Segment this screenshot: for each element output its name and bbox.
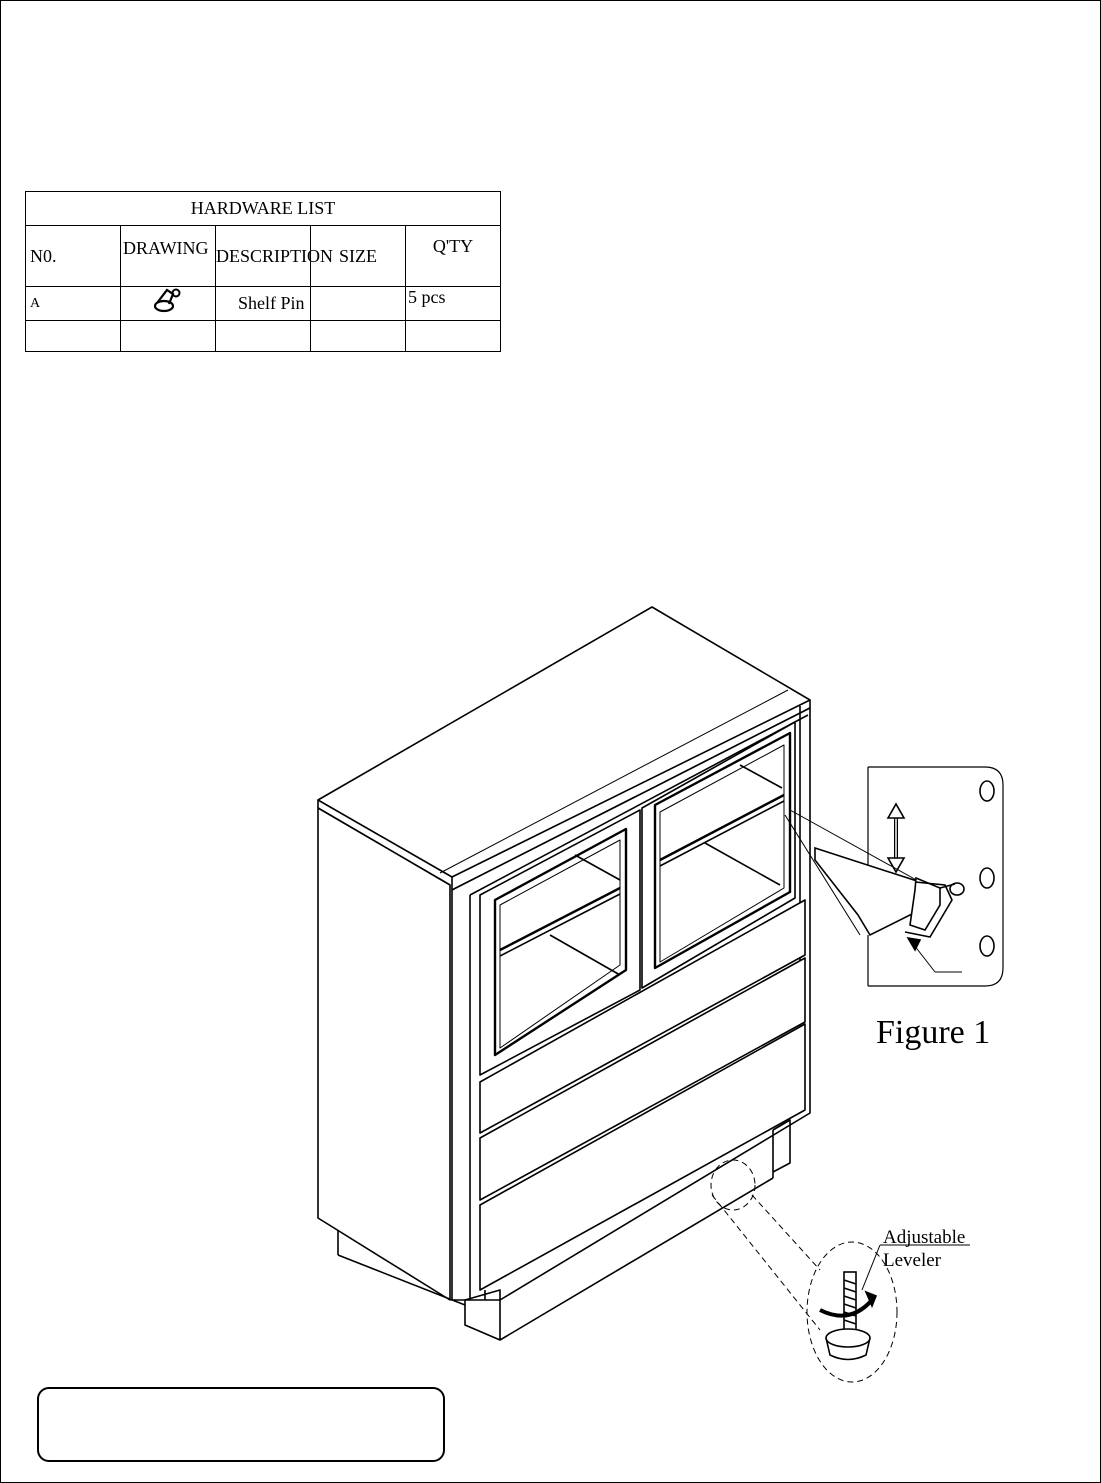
column-header-qty: Q'TY xyxy=(405,225,501,287)
leveler-detail-marker xyxy=(710,1159,756,1211)
row-description xyxy=(215,320,311,352)
column-header-drawing: DRAWING xyxy=(120,225,216,287)
row-size xyxy=(310,320,406,352)
figure-1-detail xyxy=(784,766,1004,987)
shelf-hole-icon xyxy=(979,935,995,957)
figure-1-label: Figure 1 xyxy=(876,1014,990,1051)
shelf-pin-icon xyxy=(153,288,181,313)
column-header-description: DESCRIPTION xyxy=(215,225,333,287)
table-row: A Shelf Pin 5 pcs xyxy=(25,286,501,321)
hardware-list-table: HARDWARE LIST N0. DRAWING DESCRIPTION SI… xyxy=(25,191,501,352)
adjustable-leveler-icon xyxy=(819,1244,970,1361)
drawer-fronts xyxy=(479,899,806,1291)
leveler-detail-circle xyxy=(806,1241,898,1383)
leveler-label-line2: Leveler xyxy=(883,1250,942,1271)
cabinet-left-side xyxy=(317,807,466,1306)
left-glass-door xyxy=(479,809,641,1076)
row-drawing xyxy=(120,320,216,352)
cabinet-base xyxy=(464,1119,791,1341)
table-row xyxy=(25,320,501,352)
shelf-pin-icon xyxy=(904,876,965,938)
shelf-hole-icon xyxy=(979,780,995,802)
row-no xyxy=(25,320,121,352)
shelf-hole-icon xyxy=(979,867,995,889)
row-description: Shelf Pin xyxy=(215,286,311,321)
note-box xyxy=(37,1387,445,1462)
leveler-label-line1: Adjustable xyxy=(883,1227,965,1248)
right-glass-door xyxy=(641,721,796,989)
row-qty xyxy=(405,320,501,352)
up-down-arrow-icon xyxy=(886,802,906,874)
table-header-row: N0. DRAWING DESCRIPTION SIZE Q'TY xyxy=(25,225,501,287)
